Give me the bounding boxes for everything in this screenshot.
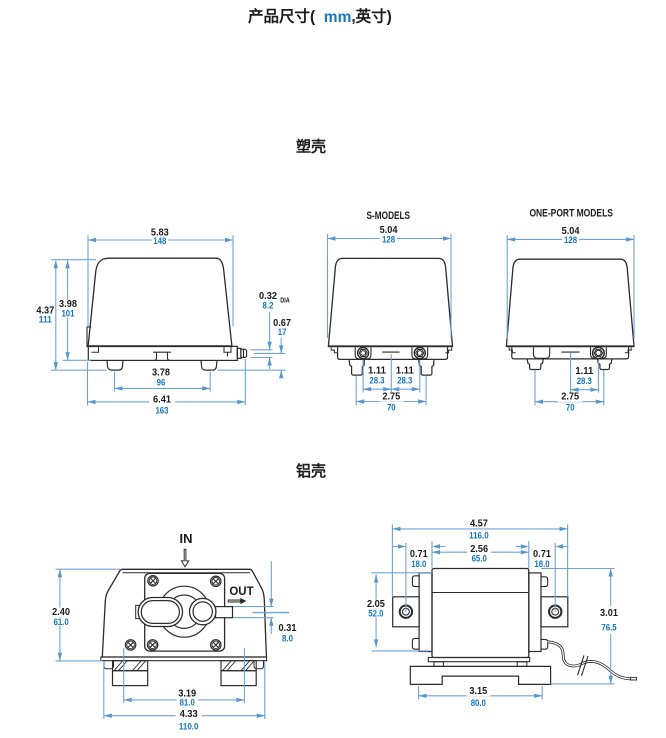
svg-text:铝壳: 铝壳 [296,462,326,480]
svg-text:128: 128 [382,235,395,245]
svg-text:3.19: 3.19 [178,688,196,699]
svg-text:2.56: 2.56 [470,544,488,555]
svg-text:产品尺寸( mm,英寸): 产品尺寸( mm,英寸) [248,7,392,26]
svg-text:ONE-PORT MODELS: ONE-PORT MODELS [529,208,613,220]
svg-text:2.40: 2.40 [52,607,70,618]
svg-text:80.0: 80.0 [471,698,486,708]
svg-text:76.5: 76.5 [601,622,616,632]
svg-text:1.11: 1.11 [368,365,386,376]
svg-text:5.04: 5.04 [380,225,398,236]
svg-text:8.0: 8.0 [282,633,293,643]
svg-text:28.3: 28.3 [397,375,412,385]
svg-text:3.15: 3.15 [469,686,487,697]
svg-text:6.41: 6.41 [153,395,171,406]
svg-text:0.71: 0.71 [533,549,551,560]
svg-text:28.3: 28.3 [369,375,384,385]
svg-text:塑壳: 塑壳 [296,138,326,156]
svg-text:101: 101 [61,309,74,319]
svg-text:OUT: OUT [229,586,253,598]
svg-text:3.98: 3.98 [59,299,77,310]
svg-text:4.57: 4.57 [470,518,488,529]
svg-text:111: 111 [39,315,52,325]
svg-text:2.75: 2.75 [382,392,400,403]
svg-text:70: 70 [566,403,575,413]
svg-text:DIA: DIA [280,298,290,305]
svg-text:3.01: 3.01 [600,608,618,619]
svg-text:18.0: 18.0 [411,559,426,569]
svg-text:4.33: 4.33 [180,709,198,720]
svg-text:0.71: 0.71 [410,549,428,560]
svg-text:128: 128 [564,235,577,245]
svg-text:148: 148 [153,236,166,246]
svg-text:110.0: 110.0 [179,721,199,731]
svg-text:70: 70 [387,403,396,413]
svg-text:0.32: 0.32 [259,291,277,302]
svg-text:2.05: 2.05 [367,599,385,610]
svg-text:2.75: 2.75 [561,392,579,403]
svg-text:S-MODELS: S-MODELS [367,210,411,222]
svg-text:96: 96 [157,378,166,388]
svg-text:163: 163 [155,406,168,416]
svg-text:0.67: 0.67 [273,318,291,329]
svg-text:81.0: 81.0 [180,698,195,708]
svg-text:18.0: 18.0 [534,559,549,569]
svg-text:52.0: 52.0 [368,609,383,619]
svg-text:4.37: 4.37 [36,306,54,317]
svg-text:28.3: 28.3 [577,376,592,386]
svg-text:17: 17 [278,327,287,337]
svg-text:65.0: 65.0 [472,554,487,564]
svg-text:1.11: 1.11 [396,365,414,376]
svg-text:0.31: 0.31 [279,623,297,634]
svg-text:3.78: 3.78 [152,368,170,379]
svg-text:1.11: 1.11 [575,366,593,377]
svg-text:5.04: 5.04 [562,226,580,237]
svg-text:IN: IN [180,531,193,546]
svg-text:5.83: 5.83 [151,228,169,239]
svg-text:116.0: 116.0 [469,530,489,540]
svg-text:8.2: 8.2 [263,301,274,311]
svg-text:61.0: 61.0 [54,617,69,627]
